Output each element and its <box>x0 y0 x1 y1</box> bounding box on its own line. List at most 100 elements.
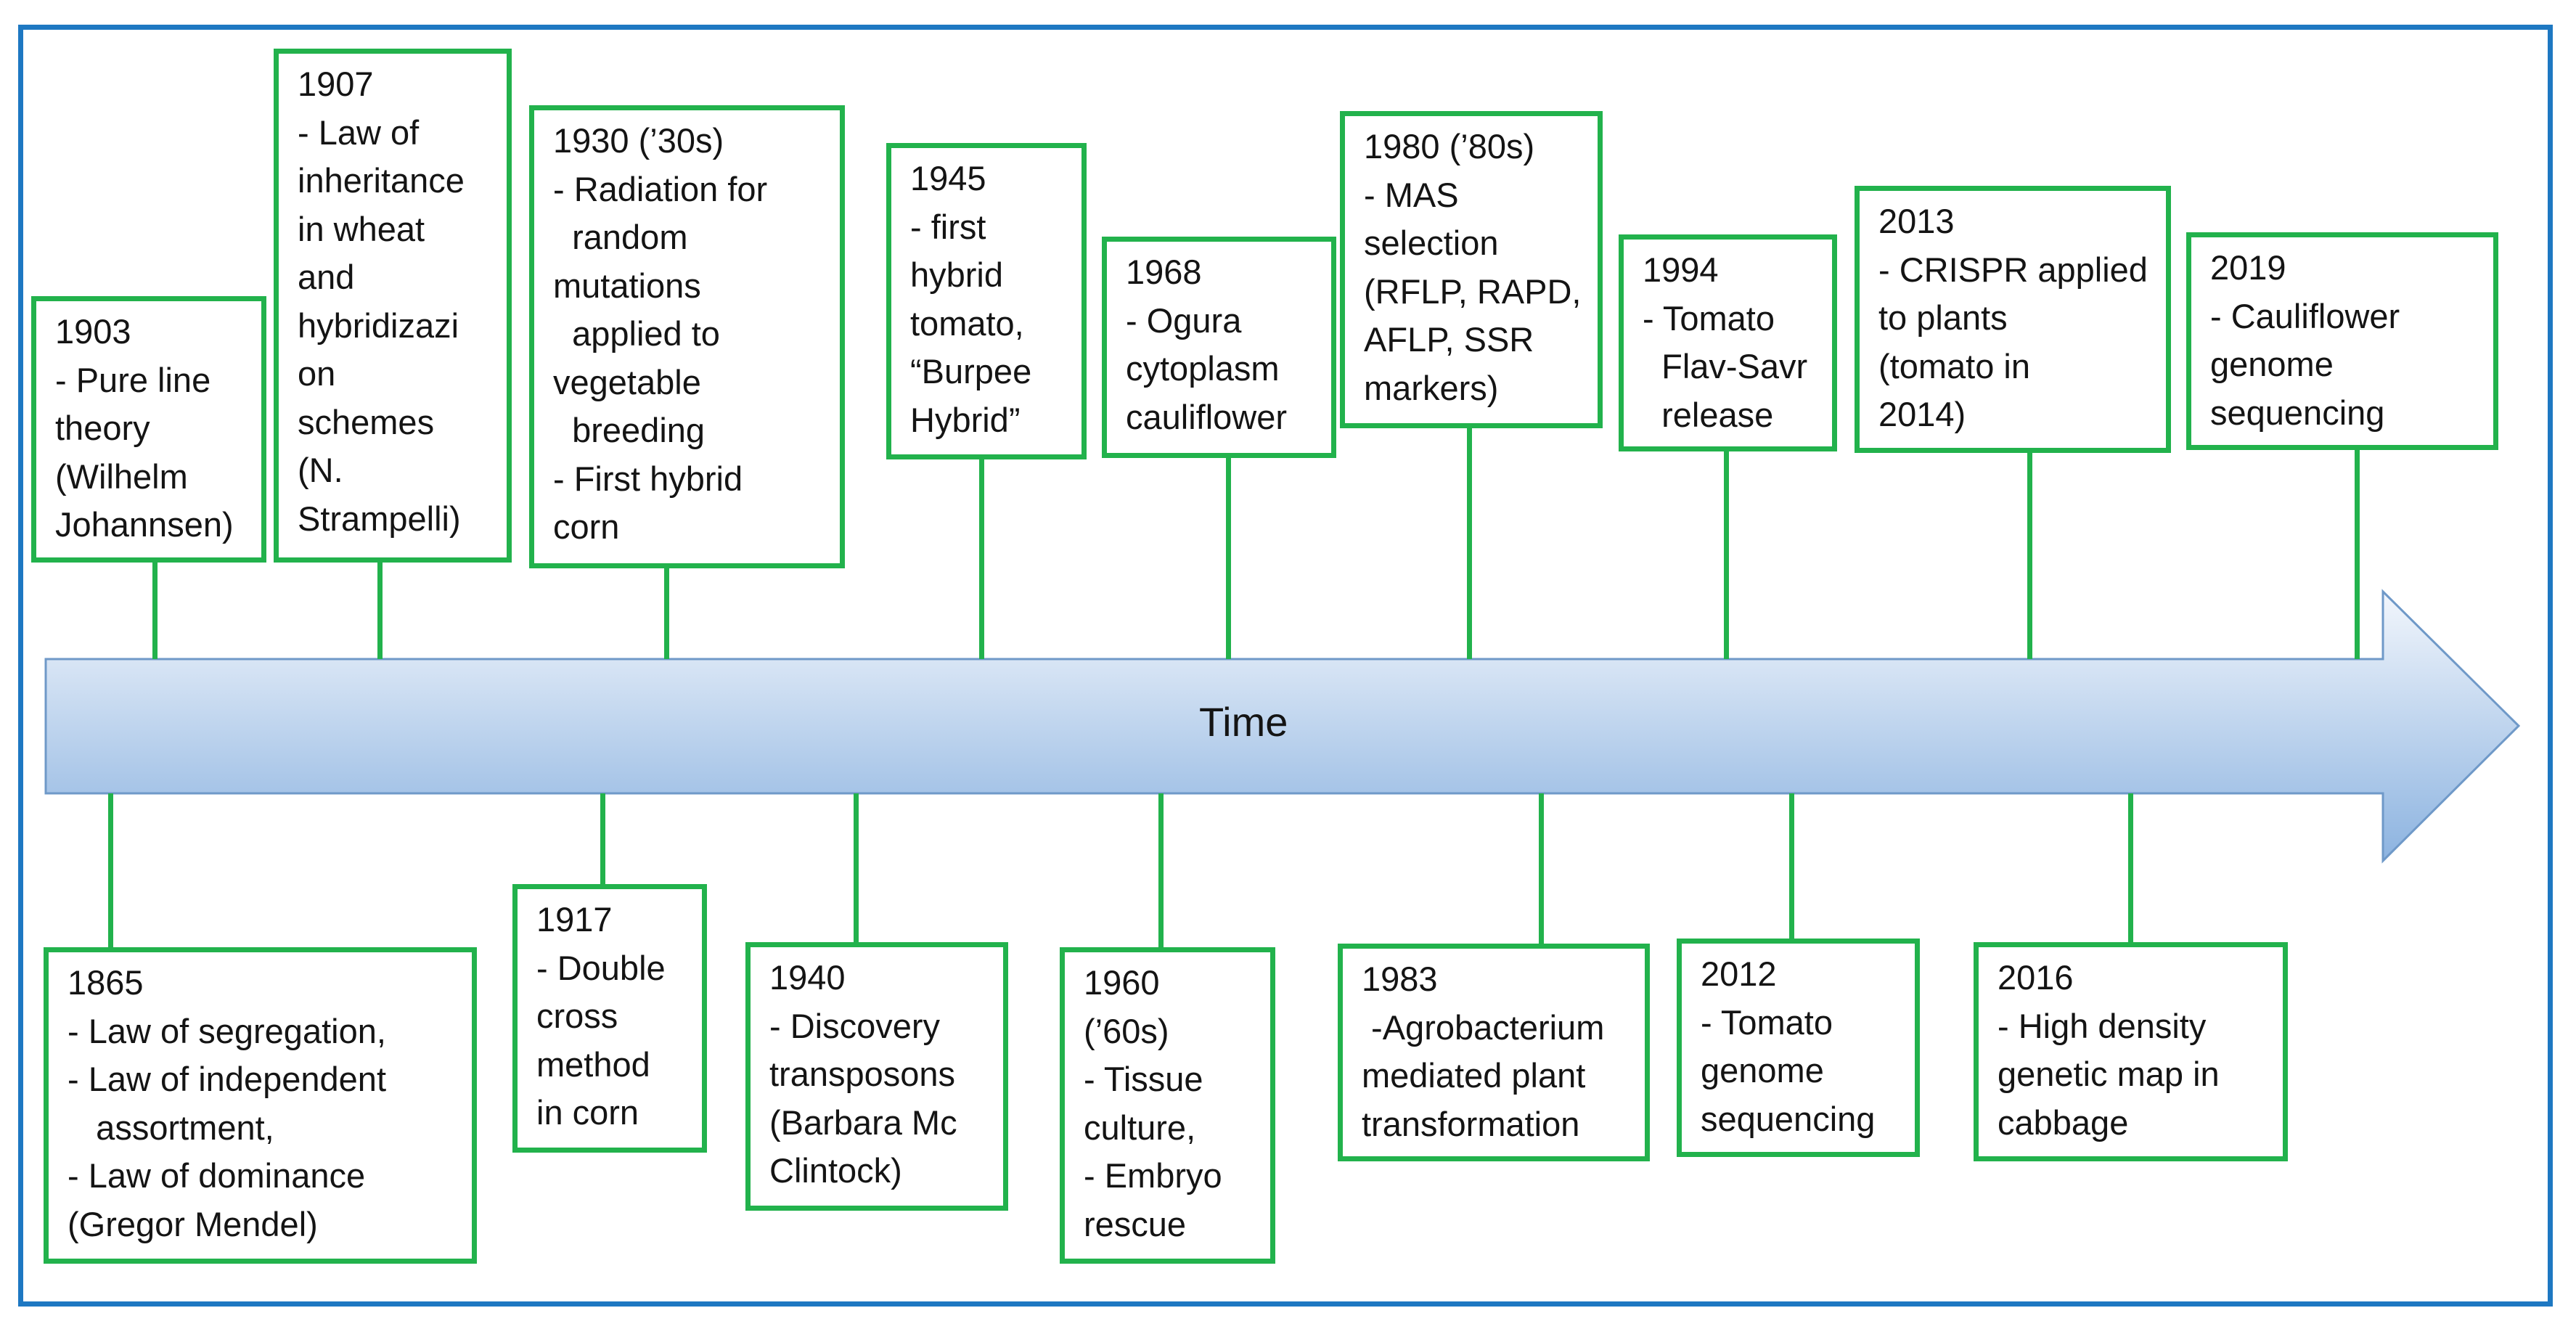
event-text-line: - MAS <box>1364 175 1459 214</box>
event-text-line: hybrid <box>910 255 1004 294</box>
event-year: 1994 <box>1643 250 1719 289</box>
event-1907: 1907 - Law of inheritance in wheat and hybrid… <box>274 49 512 563</box>
event-text-line: genome <box>1701 1051 1824 1089</box>
event-text-line: cabbage <box>1998 1103 2129 1142</box>
event-text-line: - Ogura <box>1126 300 1242 340</box>
event-text-line: - Discovery <box>769 1006 941 1045</box>
event-text-line: Johannsen) <box>55 505 234 544</box>
event-text-line: (RFLP, RAPD, <box>1364 271 1582 311</box>
event-year: 1917 <box>536 900 613 939</box>
event-text-line: theory <box>55 409 150 447</box>
event-1994: 1994 - Tomato Flav-Savr release <box>1619 234 1837 451</box>
event-text-line: culture, <box>1084 1108 1196 1147</box>
event-text-line: hybridizazi <box>298 306 459 345</box>
event-text-line: - Tomato <box>1701 1002 1833 1042</box>
connector-1940 <box>854 793 859 942</box>
event-text-line: mediated plant <box>1362 1056 1586 1095</box>
event-text-line: - Law of dominance <box>68 1156 366 1195</box>
event-text-line: in corn <box>536 1093 639 1132</box>
event-text-line: random <box>553 218 688 256</box>
event-text-line: - Law of independent <box>68 1060 386 1098</box>
event-text-line: 2014) <box>1878 395 1966 433</box>
event-1980: 1980 (’80s) - MAS selection (RFLP, RAPD, AFL… <box>1340 111 1603 428</box>
connector-1930 <box>664 568 669 659</box>
event-text-line: - Law of <box>298 113 420 152</box>
event-text-line: mutations <box>553 266 701 305</box>
event-text-line: -Agrobacterium <box>1362 1007 1605 1047</box>
event-year: 1903 <box>55 312 131 351</box>
event-year: 1980 (’80s) <box>1364 127 1535 165</box>
connector-2019 <box>2355 450 2360 659</box>
event-text-line: method <box>536 1044 650 1084</box>
event-text-line: sequencing <box>2210 393 2385 432</box>
event-text-line: (N. <box>298 451 343 489</box>
event-year: 1930 (’30s) <box>553 121 724 160</box>
event-text-line: (Gregor Mendel) <box>68 1204 318 1243</box>
event-text-line: transformation <box>1362 1104 1580 1143</box>
event-year: 2019 <box>2210 248 2286 287</box>
time-arrow-shape <box>44 589 2521 864</box>
event-text-line: - First hybrid <box>553 459 743 498</box>
event-text-line: Hybrid” <box>910 400 1021 439</box>
event-text-line: markers) <box>1364 368 1499 407</box>
event-year: 2016 <box>1998 958 2074 997</box>
event-1917: 1917 - Double cross method in corn <box>512 884 707 1153</box>
event-year: 2013 <box>1878 202 1955 240</box>
event-text-line: - Radiation for <box>553 169 768 208</box>
event-text-line: sequencing <box>1701 1099 1876 1138</box>
event-year: 1940 <box>769 958 846 997</box>
event-2019: 2019 - Cauliflower genome sequencing <box>2186 232 2498 450</box>
connector-1994 <box>1724 451 1729 659</box>
connector-2013 <box>2027 453 2032 659</box>
event-2012: 2012 - Tomato genome sequencing <box>1677 939 1920 1157</box>
event-text-line: - Tissue <box>1084 1060 1203 1098</box>
event-text-line: - Pure line <box>55 360 211 399</box>
event-text-line: cauliflower <box>1126 397 1288 436</box>
connector-1983 <box>1539 793 1544 944</box>
event-text-line: corn <box>553 507 620 546</box>
connector-1865 <box>108 793 113 947</box>
event-text-line: transposons <box>769 1055 956 1093</box>
event-text-line: to plants <box>1878 298 2008 337</box>
event-text-line: genetic map in <box>1998 1055 2220 1093</box>
event-text-line: genome <box>2210 345 2334 383</box>
event-text-line: Flav-Savr <box>1643 347 1808 385</box>
connector-1960 <box>1158 793 1164 947</box>
event-text-line: - CRISPR applied <box>1878 250 2148 289</box>
event-text-line: AFLP, SSR <box>1364 320 1534 359</box>
event-year: 2012 <box>1701 954 1777 993</box>
event-text-line: cross <box>536 997 618 1035</box>
event-text-line: cytoplasm <box>1126 349 1280 388</box>
time-axis-label: Time <box>1199 699 1288 745</box>
connector-1917 <box>600 793 605 884</box>
event-text-line: (Wilhelm <box>55 457 188 496</box>
event-text-line: inheritance <box>298 161 465 200</box>
event-text-line: - first <box>910 207 986 246</box>
event-text-line: - Double <box>536 948 666 987</box>
event-1930: 1930 (’30s) - Radiation for random mutatio… <box>529 105 845 568</box>
event-text-line: assortment, <box>68 1108 274 1147</box>
event-text-line: (tomato in <box>1878 346 2030 385</box>
event-year: 1945 <box>910 159 986 197</box>
event-text-line: in wheat <box>298 209 425 248</box>
event-text-line: - Tomato <box>1643 298 1775 338</box>
event-text-line: release <box>1643 395 1774 434</box>
event-text-line: and <box>298 258 355 296</box>
event-text-line: rescue <box>1084 1204 1187 1243</box>
event-year: 1968 <box>1126 253 1202 291</box>
event-text-line: selection <box>1364 224 1499 262</box>
event-text-line: - Law of segregation, <box>68 1011 386 1050</box>
event-1865: 1865- Law of segregation,- Law of indepe… <box>44 947 477 1264</box>
event-text-line: - Cauliflower <box>2210 296 2400 335</box>
event-text-line: applied to <box>553 314 720 353</box>
event-year: 1907 <box>298 65 374 103</box>
event-text-line: (Barbara Mc <box>769 1103 957 1142</box>
event-text-line: - Embryo <box>1084 1156 1222 1195</box>
